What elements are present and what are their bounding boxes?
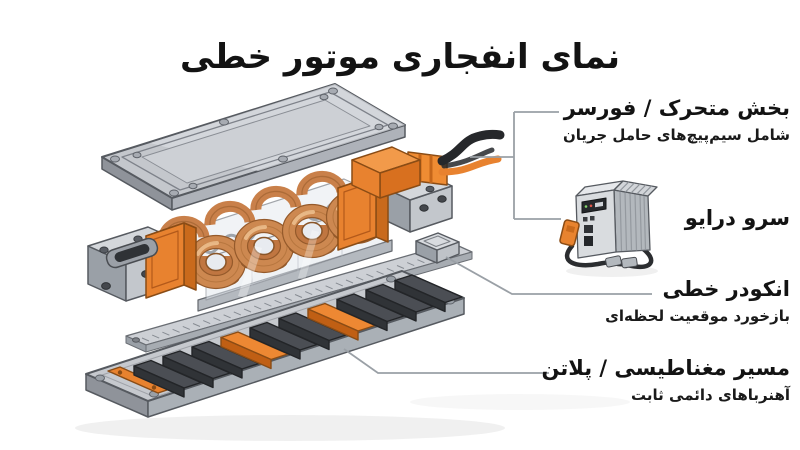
leader-line-forcer-servo [470, 111, 561, 220]
callout-servo-title: سرو درایو [684, 206, 790, 230]
magnet-bar [249, 321, 318, 360]
encoder-scale-ticks [141, 259, 425, 342]
cable-plug [605, 255, 622, 268]
magnet-bar-orange [220, 331, 289, 370]
callout-encoder-title: انکودر خطی [662, 277, 790, 301]
copper-coil [281, 203, 343, 259]
callout-magnet-track: مسیر مغناطیسی / پلاتن آهنرباهای دائمی ثا… [541, 355, 790, 405]
magnet-bar-orange [307, 302, 376, 341]
magnet-bar [394, 274, 463, 313]
cover-screws [110, 87, 398, 197]
callout-forcer-title: بخش متحرک / فورسر [563, 96, 790, 120]
callout-forcer: بخش متحرک / فورسر شامل سیم‌پیچ‌های حامل … [563, 95, 790, 145]
callout-encoder-subtitle: بازخورد موقعیت لحظه‌ای [605, 307, 790, 325]
callout-linear-encoder: انکودر خطی بازخورد موقعیت لحظه‌ای [605, 276, 790, 326]
power-connector-port [105, 237, 159, 269]
permanent-magnets [133, 274, 463, 398]
servo-front-panel [581, 197, 607, 246]
servo-drive-unit [559, 180, 658, 270]
callout-track-title: مسیر مغناطیسی / پلاتن [541, 356, 790, 380]
heatsink-fins [619, 190, 647, 252]
encoder-reader-head [415, 232, 460, 264]
leader-line-track [343, 348, 549, 374]
cable-gland [351, 146, 448, 199]
magnet-track-plate [85, 270, 465, 418]
top-ribs [619, 181, 652, 196]
top-cover-plate [101, 83, 406, 211]
callout-track-subtitle: آهنرباهای دائمی ثابت [631, 386, 790, 404]
page-title: نمای انفجاری موتور خطی [180, 36, 620, 77]
servo-orange-connector [559, 219, 580, 247]
callout-forcer-subtitle: شامل سیم‌پیچ‌های حامل جریان [562, 126, 790, 144]
motor-cables [437, 129, 505, 176]
leader-line-encoder [445, 256, 652, 295]
forcer-coil-assembly [87, 129, 505, 312]
leader-lines [343, 111, 652, 374]
callout-servo-drive: سرو درایو [685, 205, 790, 231]
cable-plug [621, 256, 638, 269]
forcer-left-bracket [105, 222, 197, 299]
